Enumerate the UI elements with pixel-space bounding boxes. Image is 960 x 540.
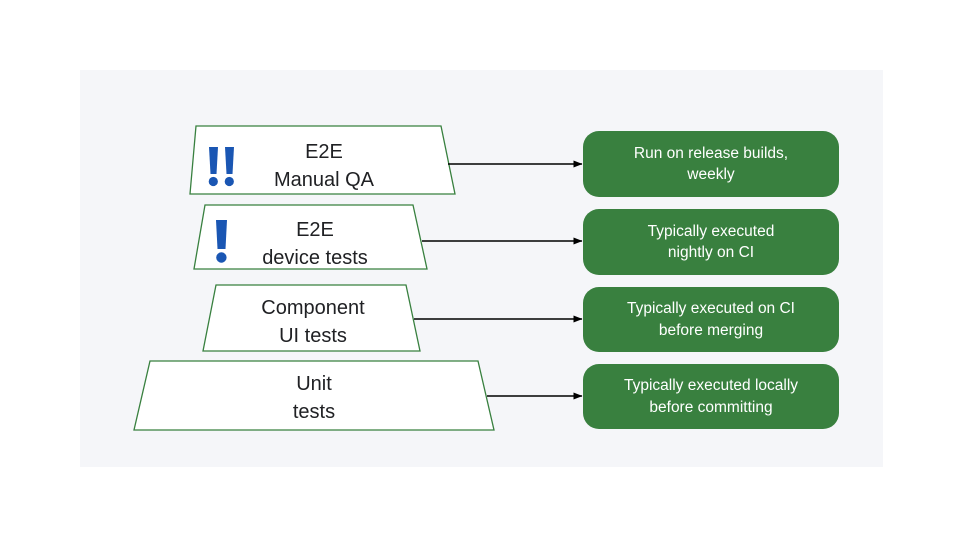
pyramid-tier-component-ui-tests[interactable] (202, 284, 421, 352)
pyramid-tier-e2e-device-tests[interactable] (193, 204, 428, 270)
callout-unit-tests[interactable]: Typically executed locally before commit… (583, 364, 839, 429)
callout-e2e-manual-qa[interactable]: Run on release builds, weekly (583, 131, 839, 197)
pyramid-tier-unit-tests[interactable] (133, 360, 495, 431)
callout-e2e-device-tests[interactable]: Typically executed nightly on CI (583, 209, 839, 275)
callout-component-ui-tests[interactable]: Typically executed on CI before merging (583, 287, 839, 352)
pyramid-tier-e2e-manual-qa[interactable] (189, 125, 456, 195)
